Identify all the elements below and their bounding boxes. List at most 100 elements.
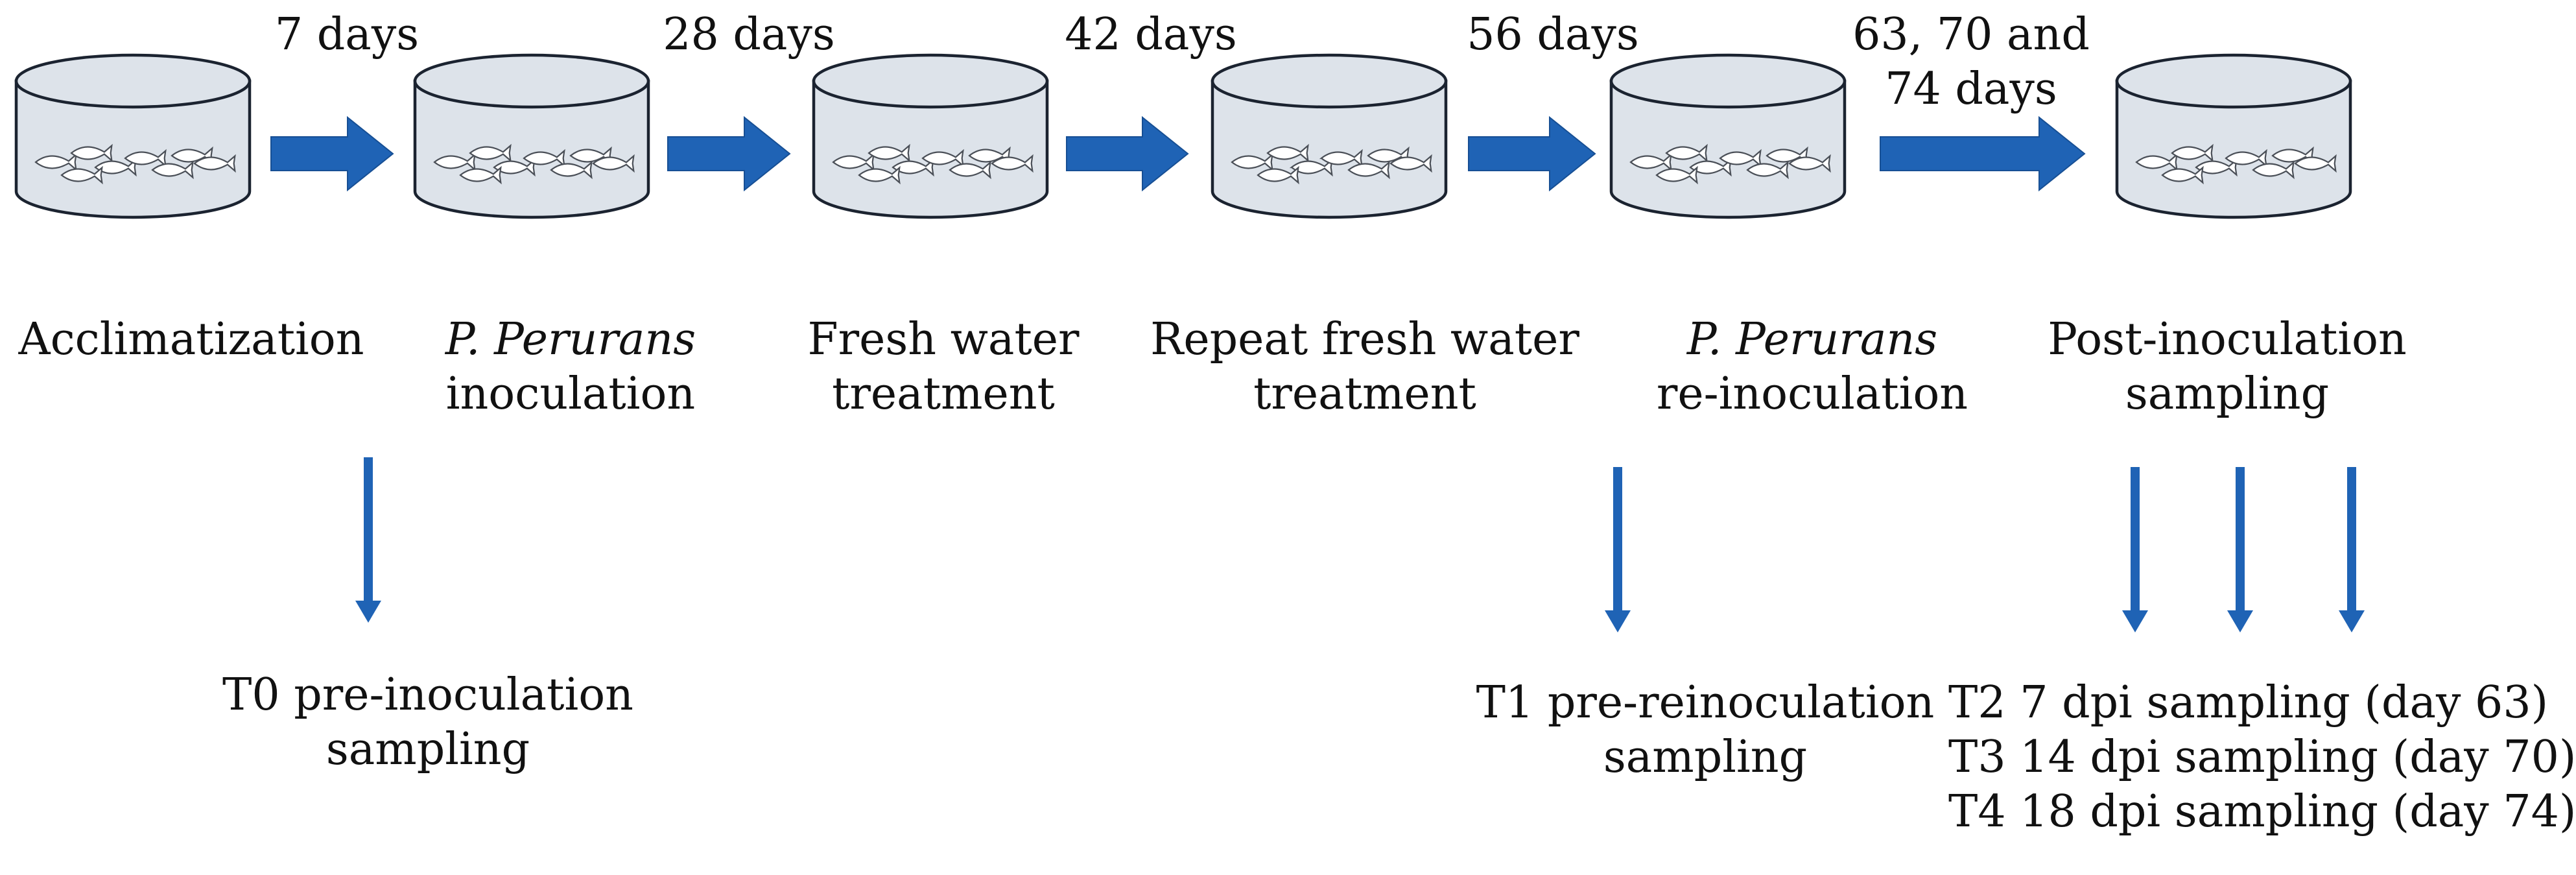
fish-icon <box>1655 165 1698 185</box>
fish-icon <box>2252 160 2295 180</box>
interval-label: 28 days <box>663 8 835 62</box>
interval-label: 7 days <box>275 8 419 62</box>
stage-label-line: inoculation <box>445 367 696 422</box>
down-arrow-icon <box>1605 467 1631 632</box>
fish-icon <box>493 158 536 177</box>
tank-rim <box>1609 53 1847 109</box>
stage-label-line: re-inoculation <box>1657 367 1968 422</box>
fish-icon <box>1231 152 1273 172</box>
fish-icon <box>124 149 167 168</box>
fish-icon <box>469 143 512 163</box>
fish-icon <box>1689 158 1732 177</box>
sampling-label-line: sampling <box>325 724 530 775</box>
fish-icon <box>949 160 991 180</box>
fish-icon <box>94 158 137 177</box>
fish-icon <box>523 149 565 168</box>
interval-label-line: 74 days <box>1885 64 2057 115</box>
down-arrow-icon <box>2227 467 2253 632</box>
tank-with-fish-icon <box>812 53 1049 219</box>
fish-icon <box>921 149 964 168</box>
fish-icon <box>592 154 635 173</box>
stage-label-line: P. Perurans <box>1657 313 1968 367</box>
stage-label-line: P. Perurans <box>445 313 696 367</box>
fish-icon <box>1320 149 1363 168</box>
stage-label-line: treatment <box>807 367 1079 422</box>
tank-with-fish-icon <box>1609 53 1847 219</box>
fish-icon <box>1266 143 1309 163</box>
tank-body <box>413 79 650 219</box>
interval-label-line: 63, 70 and <box>1852 9 2090 60</box>
fish-icon <box>1347 160 1390 180</box>
interval-label-line: 28 days <box>663 9 835 60</box>
fish-icon <box>569 146 612 165</box>
sampling-label-line: T4 18 dpi sampling (day 74) <box>1948 786 2576 837</box>
fish-icon <box>2271 146 2314 165</box>
interval-label-line: 7 days <box>274 9 419 60</box>
fish-icon <box>459 165 502 185</box>
fish-icon <box>832 152 875 172</box>
fish-icon <box>968 146 1011 165</box>
fish-icon <box>2294 154 2337 173</box>
tank-rim <box>2115 53 2352 109</box>
stage-label-text: Fresh water <box>807 314 1080 365</box>
stage-label: Acclimatization <box>18 313 364 367</box>
interval-label-line: 56 days <box>1467 9 1639 60</box>
tank-body <box>812 79 1049 219</box>
down-arrow-icon <box>2122 467 2148 632</box>
stage-label-text: sampling <box>2125 368 2330 420</box>
sampling-label-line: sampling <box>1603 732 1808 783</box>
sampling-label-line: T0 pre-inoculation <box>222 669 633 721</box>
interval-label-line: 42 days <box>1065 9 1237 60</box>
stage-label-text: Acclimatization <box>18 314 364 365</box>
tank-rim <box>14 53 252 109</box>
fish-icon <box>1629 152 1672 172</box>
species-name: P. Perurans <box>445 314 696 365</box>
fish-icon <box>1290 158 1333 177</box>
fish-icon <box>892 158 934 177</box>
right-arrow-icon <box>667 115 791 192</box>
fish-icon <box>2171 143 2214 163</box>
fish-icon <box>1788 154 1831 173</box>
tank-rim <box>1211 53 1448 109</box>
tank-with-fish-icon <box>413 53 650 219</box>
tank-body <box>1609 79 1847 219</box>
fish-icon <box>550 160 593 180</box>
sampling-label: T2 7 dpi sampling (day 63)T3 14 dpi samp… <box>1948 676 2576 839</box>
sampling-label-line: T2 7 dpi sampling (day 63) <box>1948 677 2549 728</box>
stage-label-text: treatment <box>1253 368 1476 420</box>
sampling-label-line: T3 14 dpi sampling (day 70) <box>1948 732 2576 783</box>
stage-label-line: Post-inoculation <box>2048 313 2407 367</box>
tank-body <box>1211 79 1448 219</box>
tank-with-fish-icon <box>1211 53 1448 219</box>
sampling-label-line: T1 pre-reinoculation <box>1476 677 1935 728</box>
fish-icon <box>2161 165 2204 185</box>
tank-body <box>2115 79 2352 219</box>
tank-with-fish-icon <box>14 53 252 219</box>
fish-icon <box>868 143 910 163</box>
right-arrow-icon <box>1468 115 1596 192</box>
tank-with-fish-icon <box>2115 53 2352 219</box>
fish-icon <box>2225 149 2267 168</box>
stage-label-line: Fresh water <box>807 313 1079 367</box>
fish-icon <box>1766 146 1808 165</box>
stage-label-text: Post-inoculation <box>2048 314 2407 365</box>
stage-label-line: sampling <box>2048 367 2407 422</box>
stage-label-text: treatment <box>832 368 1055 420</box>
right-arrow-icon <box>1880 115 2086 192</box>
fish-icon <box>193 154 236 173</box>
fish-icon <box>1367 146 1410 165</box>
fish-icon <box>1746 160 1789 180</box>
tank-rim <box>413 53 650 109</box>
fish-icon <box>34 152 77 172</box>
fish-icon <box>60 165 103 185</box>
stage-label-line: treatment <box>1150 367 1579 422</box>
fish-icon <box>151 160 194 180</box>
